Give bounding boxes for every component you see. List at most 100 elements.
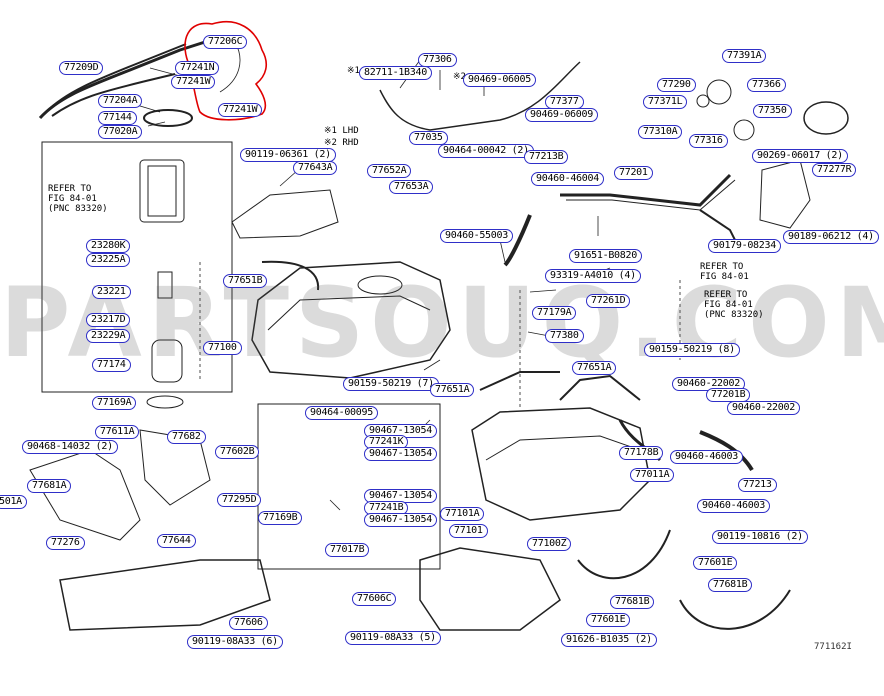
callout-77213B[interactable]: 77213B <box>524 150 569 164</box>
callout-90119-08A33-5[interactable]: 90119-08A33 (5) <box>345 631 441 645</box>
callout-90464-00095[interactable]: 90464-00095 <box>305 406 378 420</box>
breather-hose <box>503 214 532 267</box>
note-refer-2: REFER TO FIG 84-01 (PNC 83320) <box>704 290 764 320</box>
callout-77371L[interactable]: 77371L <box>643 95 688 109</box>
callout-77682[interactable]: 77682 <box>167 430 206 444</box>
callout-77100[interactable]: 77100 <box>203 341 242 355</box>
gasket-ring <box>706 79 732 105</box>
callout-77290[interactable]: 77290 <box>657 78 696 92</box>
callout-77201B[interactable]: 77201B <box>706 388 751 402</box>
callout-77653A[interactable]: 77653A <box>389 180 434 194</box>
callout-77204A[interactable]: 77204A <box>98 94 143 108</box>
callout-90460-55003[interactable]: 90460-55003 <box>440 229 513 243</box>
callout-77213[interactable]: 77213 <box>738 478 777 492</box>
callout-93319-A4010[interactable]: 93319-A4010 (4) <box>545 269 641 283</box>
callout-90460-46004[interactable]: 90460-46004 <box>531 172 604 186</box>
callout-23225A[interactable]: 23225A <box>86 253 131 267</box>
main-tank-upper <box>251 261 451 379</box>
callout-90159-50219-8[interactable]: 90159-50219 (8) <box>644 343 740 357</box>
callout-77681B[interactable]: 77681B <box>708 578 753 592</box>
note-refer-1: REFER TO FIG 84-01 <box>700 262 749 282</box>
callout-77241N[interactable]: 77241N <box>175 61 220 75</box>
callout-77276[interactable]: 77276 <box>46 536 85 550</box>
callout-91651-B0820[interactable]: 91651-B0820 <box>569 249 642 263</box>
callout-77611A[interactable]: 77611A <box>95 425 140 439</box>
callout-77101[interactable]: 77101 <box>449 524 488 538</box>
callout-23280K[interactable]: 23280K <box>86 239 131 253</box>
callout-90460-22002[interactable]: 90460-22002 <box>727 401 800 415</box>
callout-77201[interactable]: 77201 <box>614 166 653 180</box>
callout-77144[interactable]: 77144 <box>98 111 137 125</box>
callout-77169A[interactable]: 77169A <box>92 396 137 410</box>
pump-body <box>139 159 185 223</box>
callout-77100Z[interactable]: 77100Z <box>527 537 572 551</box>
callout-77206C[interactable]: 77206C <box>203 35 248 49</box>
callout-77652A[interactable]: 77652A <box>367 164 412 178</box>
callout-90469-06009[interactable]: 90469-06009 <box>525 108 598 122</box>
callout-90269-06017[interactable]: 90269-06017 (2) <box>752 149 848 163</box>
gasket <box>146 395 184 409</box>
callout-77377[interactable]: 77377 <box>545 95 584 109</box>
callout-90468-14032[interactable]: 90468-14032 (2) <box>22 440 118 454</box>
callout-77241W[interactable]: 77241W <box>218 103 263 117</box>
callout-77174[interactable]: 77174 <box>92 358 131 372</box>
callout-77651A[interactable]: 77651A <box>572 361 617 375</box>
callout-77606C[interactable]: 77606C <box>352 592 397 606</box>
callout-77651A[interactable]: 77651A <box>430 383 475 397</box>
callout-77011A[interactable]: 77011A <box>630 468 675 482</box>
callout-77179A[interactable]: 77179A <box>532 306 577 320</box>
callout-77681B[interactable]: 77681B <box>610 595 655 609</box>
marker-1: ※1 <box>347 66 360 76</box>
callout-77391A[interactable]: 77391A <box>722 49 767 63</box>
filler-bracket <box>759 159 811 229</box>
callout-90467-13054[interactable]: 90467-13054 <box>364 513 437 527</box>
callout-77316[interactable]: 77316 <box>689 134 728 148</box>
callout-77601E[interactable]: 77601E <box>586 613 631 627</box>
heat-insulator <box>231 189 339 239</box>
callout-90467-13054[interactable]: 90467-13054 <box>364 447 437 461</box>
callout-23229A[interactable]: 23229A <box>86 329 131 343</box>
callout-77310A[interactable]: 77310A <box>638 125 683 139</box>
fuel-filter <box>151 339 183 383</box>
callout-77601E[interactable]: 77601E <box>693 556 738 570</box>
callout-90119-10816[interactable]: 90119-10816 (2) <box>712 530 808 544</box>
callout-23217D[interactable]: 23217D <box>86 313 131 327</box>
callout-90469-06005[interactable]: 90469-06005 <box>463 73 536 87</box>
callout-90460-46003[interactable]: 90460-46003 <box>670 450 743 464</box>
callout-77295D[interactable]: 77295D <box>217 493 262 507</box>
callout-90119-08A33-6[interactable]: 90119-08A33 (6) <box>187 635 283 649</box>
callout-90464-00042[interactable]: 90464-00042 (2) <box>438 144 534 158</box>
callout-77651B[interactable]: 77651B <box>223 274 268 288</box>
callout-77277R[interactable]: 77277R <box>812 163 857 177</box>
callout-90179-08234[interactable]: 90179-08234 <box>708 239 781 253</box>
callout-77241W[interactable]: 77241W <box>171 75 216 89</box>
callout-23221[interactable]: 23221 <box>92 285 131 299</box>
callout-77017B[interactable]: 77017B <box>325 543 370 557</box>
callout-77178B[interactable]: 77178B <box>619 446 664 460</box>
pump-module-box <box>41 141 233 393</box>
callout-90189-06212[interactable]: 90189-06212 (4) <box>783 230 879 244</box>
callout-77366[interactable]: 77366 <box>747 78 786 92</box>
callout-90460-46003[interactable]: 90460-46003 <box>697 499 770 513</box>
callout-77169B[interactable]: 77169B <box>258 511 303 525</box>
callout-77350[interactable]: 77350 <box>753 104 792 118</box>
tank-strap-upper <box>261 260 320 291</box>
callout-77209D[interactable]: 77209D <box>59 61 104 75</box>
callout-91626-B1035[interactable]: 91626-B1035 (2) <box>561 633 657 647</box>
callout-77643A[interactable]: 77643A <box>293 161 338 175</box>
callout-77602B[interactable]: 77602B <box>215 445 260 459</box>
callout-501A[interactable]: 501A <box>0 495 27 509</box>
callout-77035[interactable]: 77035 <box>409 131 448 145</box>
callout-77261D[interactable]: 77261D <box>586 294 631 308</box>
callout-77020A[interactable]: 77020A <box>98 125 143 139</box>
callout-77380[interactable]: 77380 <box>545 329 584 343</box>
callout-77306[interactable]: 77306 <box>418 53 457 67</box>
callout-77644[interactable]: 77644 <box>157 534 196 548</box>
callout-77101A[interactable]: 77101A <box>440 507 485 521</box>
callout-82711-1B340[interactable]: 82711-1B340 <box>359 66 432 80</box>
callout-90159-50219-7[interactable]: 90159-50219 (7) <box>343 377 439 391</box>
callout-90119-06361[interactable]: 90119-06361 (2) <box>240 148 336 162</box>
callout-77681A[interactable]: 77681A <box>27 479 72 493</box>
callout-77606[interactable]: 77606 <box>229 616 268 630</box>
